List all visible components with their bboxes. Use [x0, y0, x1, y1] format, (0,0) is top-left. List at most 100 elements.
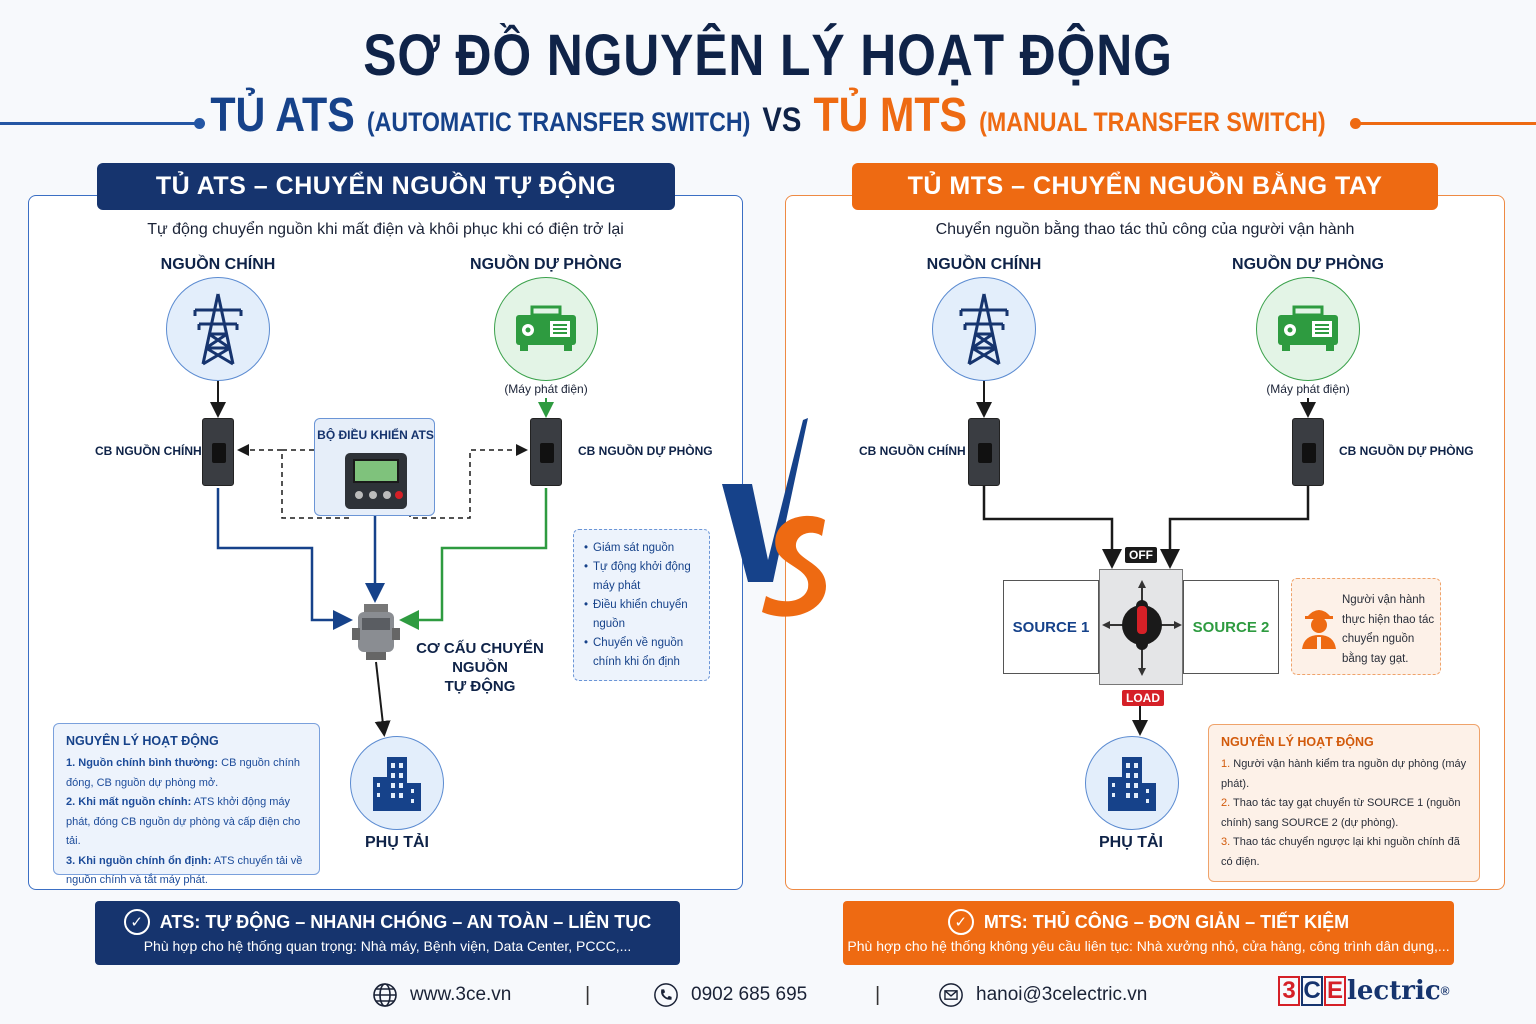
page-title: SƠ ĐỒ NGUYÊN LÝ HOẠT ĐỘNG: [363, 23, 1173, 88]
ats-line-cb-backup-to-mech: [399, 488, 548, 630]
mts-principle-box: NGUYÊN LÝ HOẠT ĐỘNG 1. Người vận hành ki…: [1208, 724, 1480, 882]
mts-load-building-icon: [1085, 736, 1179, 830]
brand-logo-e: E: [1324, 976, 1346, 1006]
brand-logo-text: lectric: [1347, 976, 1441, 1006]
mts-generator-note: (Máy phát điện): [1266, 382, 1350, 396]
ats-banner: TỦ ATS – CHUYỂN NGUỒN TỰ ĐỘNG: [97, 163, 675, 210]
mts-cb-main-breaker: [968, 418, 1000, 486]
ats-summary-head: ATS: TỰ ĐỘNG – NHANH CHÓNG – AN TOÀN – L…: [159, 911, 652, 932]
rotary-switch-icon: [1102, 580, 1182, 676]
ats-cb-main-breaker: [202, 418, 234, 486]
mts-banner: TỦ MTS – CHUYỂN NGUỒN BẰNG TAY: [852, 163, 1438, 210]
subtitle-ats: TỦ ATS: [210, 89, 355, 142]
header-line-left: [0, 122, 198, 125]
phone-icon: [653, 982, 679, 1008]
globe-icon: [372, 982, 398, 1008]
mts-main-source-label: NGUỒN CHÍNH: [926, 256, 1042, 273]
vs-letter-v: [722, 418, 808, 582]
ats-controller-label: BỘ ĐIỀU KHIỂN ATS: [317, 428, 434, 442]
phone-text[interactable]: 0902 685 695: [691, 984, 808, 1005]
mts-load-tag: LOAD: [1122, 690, 1164, 706]
ats-mechanism-label-1: CƠ CẤU CHUYỂN NGUỒN: [416, 640, 544, 676]
ats-backup-source-label: NGUỒN DỰ PHÒNG: [470, 256, 622, 273]
header-line-right: [1356, 122, 1536, 125]
subtitle-mts: TỦ MTS: [813, 89, 968, 142]
page-subtitle: TỦ ATS (AUTOMATIC TRANSFER SWITCH) VS TỦ…: [108, 88, 1429, 148]
ats-features-box: Giám sát nguồn Tự động khởi động máy phá…: [573, 529, 710, 681]
ats-principle-item: 2. Khi mất nguồn chính: ATS khởi động má…: [66, 796, 301, 847]
mts-cb-main-label: CB NGUỒN CHÍNH: [859, 444, 966, 458]
contact-website[interactable]: www.3ce.vn: [372, 982, 511, 1008]
subtitle-ats-full: (AUTOMATIC TRANSFER SWITCH): [366, 107, 751, 137]
ats-principle-item: 1. Nguồn chính bình thường: CB nguồn chí…: [66, 757, 301, 789]
mts-summary-sub: Phù hợp cho hệ thống không yêu cầu liên …: [847, 938, 1450, 954]
ats-line-cb-main-to-mech: [216, 488, 353, 630]
mts-source2-box: SOURCE 2: [1183, 580, 1279, 674]
vs-letter-s: [762, 515, 826, 617]
controller-button-icon: [383, 491, 391, 499]
controller-button-icon: [355, 491, 363, 499]
mts-line-cb-main-to-switch: [982, 486, 1122, 569]
contact-phone[interactable]: 0902 685 695: [653, 982, 807, 1008]
controller-stop-icon: [395, 491, 403, 499]
mts-changeover-switch: [1099, 569, 1183, 685]
mts-generator-icon: [1256, 277, 1360, 381]
contact-email[interactable]: hanoi@3celectric.vn: [938, 982, 1147, 1008]
ats-mechanism-label-2: TỰ ĐỘNG: [444, 678, 516, 695]
generator-icon: [516, 305, 576, 351]
header-dot-right: [1350, 118, 1361, 129]
mts-power-tower-icon: [932, 277, 1036, 381]
ats-controller-device: [345, 453, 407, 509]
building-icon: [373, 757, 421, 811]
mts-operator-box: Người vận hành thực hiện thao tác chuyển…: [1291, 578, 1441, 675]
ats-dash-ctrl-left: [281, 449, 351, 519]
mts-operator-text: Người vận hành thực hiện thao tác chuyển…: [1342, 594, 1435, 665]
mts-cb-backup-label: CB NGUỒN DỰ PHÒNG: [1339, 444, 1474, 458]
mts-source2-label: SOURCE 2: [1192, 618, 1270, 636]
ats-feature-item: Điều khiển chuyển nguồn: [584, 596, 703, 634]
ats-line-mech-to-load: [374, 661, 391, 737]
building-icon: [1108, 757, 1156, 811]
mts-principle-title: NGUYÊN LÝ HOẠT ĐỘNG: [1221, 735, 1374, 749]
mts-cb-backup-breaker: [1292, 418, 1324, 486]
contact-separator: |: [585, 984, 591, 1006]
mts-line-cb-backup-to-switch: [1160, 486, 1310, 569]
ats-controller-box: BỘ ĐIỀU KHIỂN ATS: [314, 418, 435, 516]
mts-principle-item: 3. Thao tác chuyển ngược lại khi nguồn c…: [1221, 836, 1460, 868]
power-tower-icon: [959, 293, 1009, 366]
ats-feature-item: Tự động khởi động máy phát: [584, 558, 703, 596]
check-circle-icon: ✓: [947, 909, 974, 935]
ats-summary-bar: ✓ ATS: TỰ ĐỘNG – NHANH CHÓNG – AN TOÀN – …: [95, 901, 680, 965]
ats-load-building-icon: [350, 736, 444, 830]
ats-principle-title: NGUYÊN LÝ HOẠT ĐỘNG: [66, 734, 219, 748]
mts-off-tag: OFF: [1125, 547, 1157, 563]
ats-load-label: PHỤ TẢI: [365, 834, 429, 851]
controller-button-icon: [369, 491, 377, 499]
mts-source1-box: SOURCE 1: [1003, 580, 1099, 674]
email-text[interactable]: hanoi@3celectric.vn: [976, 984, 1148, 1005]
ats-principle-box: NGUYÊN LÝ HOẠT ĐỘNG 1. Nguồn chính bình …: [53, 723, 320, 886]
mail-icon: [938, 982, 964, 1008]
subtitle-mts-full: (MANUAL TRANSFER SWITCH): [979, 107, 1326, 137]
mts-description: Chuyển nguồn bằng thao tác thủ công của …: [935, 221, 1355, 238]
ats-feature-item: Chuyển về nguồn chính khi ổn định: [584, 634, 703, 672]
check-circle-icon: ✓: [123, 909, 150, 935]
worker-icon: [1302, 610, 1336, 649]
generator-icon: [1278, 305, 1338, 351]
power-tower-icon: [193, 293, 243, 366]
mts-summary-head: MTS: THỦ CÔNG – ĐƠN GIẢN – TIẾT KIỆM: [983, 911, 1350, 932]
ats-mechanism-label: CƠ CẤU CHUYỂN NGUỒN TỰ ĐỘNG: [400, 639, 560, 696]
ats-feature-item: Giám sát nguồn: [584, 539, 703, 558]
website-text[interactable]: www.3ce.vn: [410, 984, 512, 1005]
ats-generator-note: (Máy phát điện): [504, 382, 588, 396]
brand-registered: ®: [1440, 984, 1450, 998]
mts-source1-label: SOURCE 1: [1012, 618, 1090, 636]
brand-logo-c: C: [1301, 976, 1323, 1006]
mts-load-label: PHỤ TẢI: [1099, 834, 1163, 851]
ats-principle-item: 3. Khi nguồn chính ổn định: ATS chuyển t…: [66, 854, 303, 887]
subtitle-vs: VS: [762, 101, 802, 139]
mts-principle-item: 1. Người vận hành kiểm tra nguồn dự phòn…: [1221, 758, 1467, 790]
ats-dash-to-cb-backup: [409, 444, 528, 519]
